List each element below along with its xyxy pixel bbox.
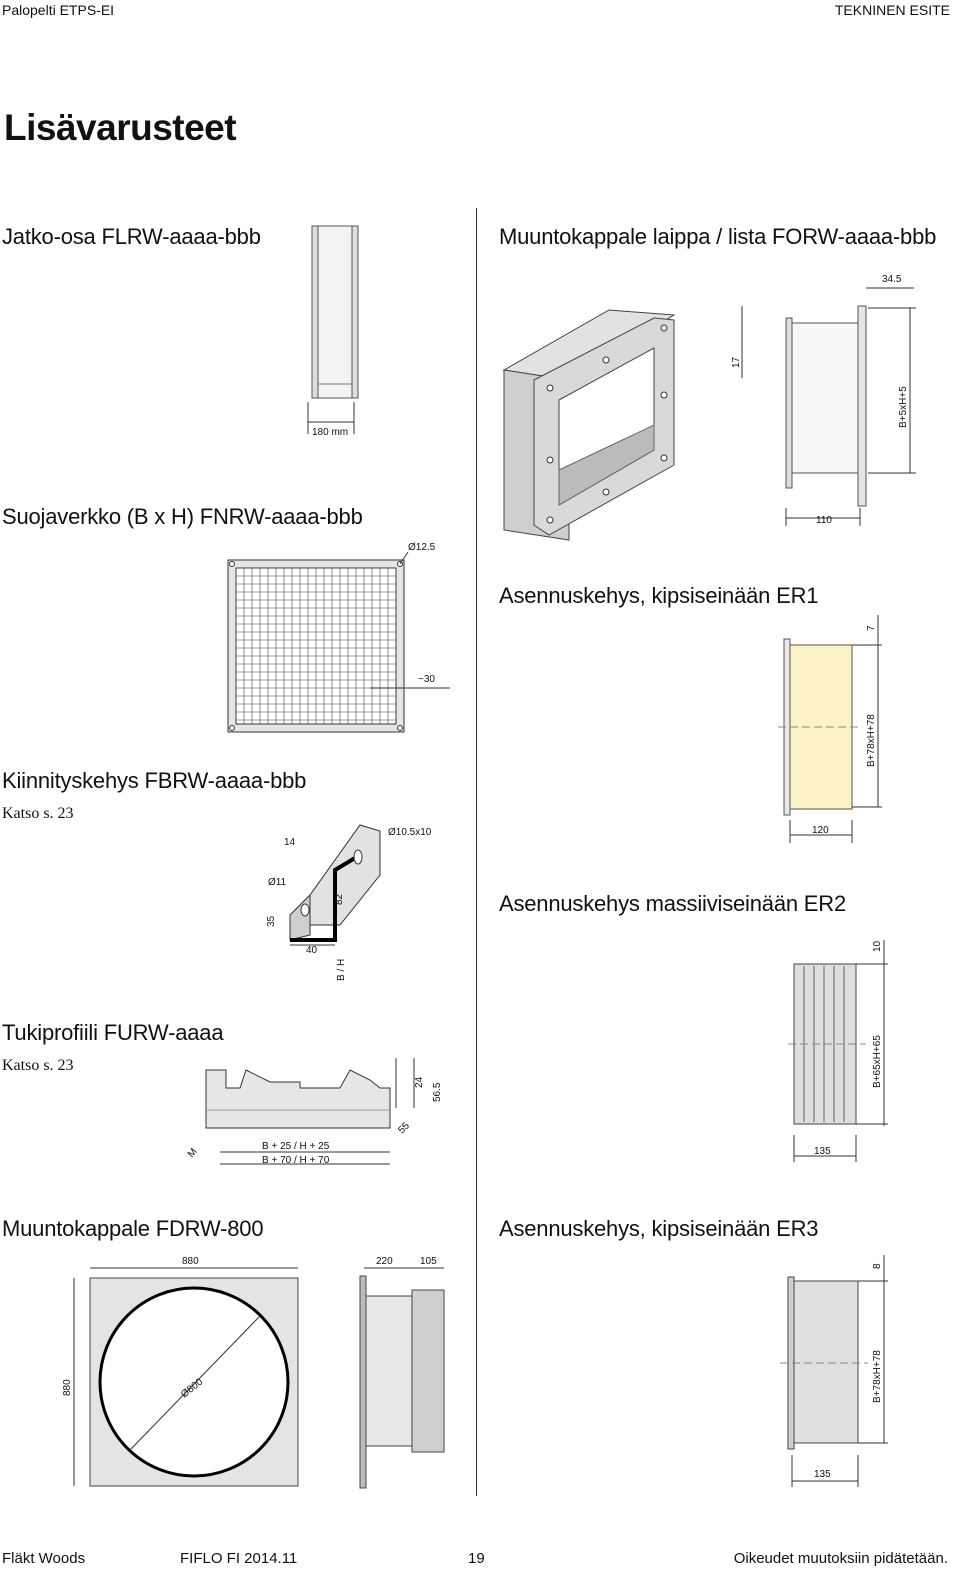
suojaverkko-title: Suojaverkko (B x H) FNRW-aaaa-bbb — [2, 504, 363, 529]
tukiprofiili-drawing: 24 56.5 55 M B + 25 / H + 25 B + 70 / H … — [186, 1058, 443, 1166]
er2-title: Asennuskehys massiiviseinään ER2 — [499, 891, 846, 916]
tuki-l2-label: B + 70 / H + 70 — [262, 1155, 330, 1166]
laippa-length-label: 110 — [816, 515, 832, 526]
er3-drawing: 8 B+78xH+78 135 — [780, 1255, 888, 1487]
footer-company: Fläkt Woods — [2, 1550, 86, 1567]
fdrw-side-drawing: 220 105 — [359, 1256, 445, 1489]
tuki-h1-label: 24 — [414, 1076, 425, 1088]
kiinnitys-a-label: 14 — [284, 837, 296, 848]
kiinnitys-b-label: 35 — [266, 915, 277, 927]
er2-width-label: 135 — [814, 1146, 831, 1157]
jatko-drawing: 180 mm — [307, 225, 359, 438]
laippa-side-drawing: 34.5 17 B+5xH+5 110 — [731, 274, 916, 526]
tukiprofiili-note: Katso s. 23 — [2, 1057, 74, 1074]
kiinnitys-slot-label: Ø10.5x10 — [388, 827, 432, 838]
tuki-diag-label: 55 — [396, 1120, 412, 1136]
footer-rights: Oikeudet muutoksiin pidätetään. — [733, 1550, 948, 1567]
er1-height-label: B+78xH+78 — [866, 714, 877, 767]
fdrw-width-label: 880 — [182, 1256, 199, 1267]
kiinnitys-h-label: 82 — [334, 893, 345, 905]
fdrw-depth1-label: 220 — [376, 1256, 393, 1267]
suojaverkko-drawing: Ø12.5 ~30 — [227, 542, 450, 733]
kiinnitys-hole-label: Ø11 — [268, 877, 287, 888]
kiinnityskehys-drawing: 14 Ø10.5x10 Ø11 82 35 40 B / H — [266, 824, 432, 981]
jatko-length-label: 180 mm — [312, 427, 348, 438]
suojaverkko-offset-label: ~30 — [418, 674, 435, 685]
suojaverkko-hole-label: Ø12.5 — [408, 542, 436, 553]
fdrw-title: Muuntokappale FDRW-800 — [2, 1216, 264, 1241]
er1-top-label: 7 — [866, 625, 877, 631]
header-doc-name: Palopelti ETPS-EI — [2, 2, 115, 18]
er2-height-label: B+65xH+65 — [872, 1035, 883, 1088]
er1-width-label: 120 — [812, 825, 829, 836]
muuntokappale-laippa-title: Muuntokappale laippa / lista FORW-aaaa-b… — [499, 224, 937, 249]
fdrw-depth2-label: 105 — [420, 1256, 437, 1267]
page-title: Lisävarusteet — [4, 107, 237, 148]
laippa-iso-drawing — [502, 309, 676, 541]
laippa-depth-label: 17 — [731, 356, 742, 368]
mesh-grid — [235, 567, 397, 724]
kiinnityskehys-title: Kiinnityskehys FBRW-aaaa-bbb — [2, 768, 307, 793]
er3-height-label: B+78xH+78 — [872, 1350, 883, 1403]
er1-title: Asennuskehys, kipsiseinään ER1 — [499, 583, 819, 608]
fdrw-front-drawing: 880 Ø800 880 — [62, 1256, 299, 1487]
tukiprofiili-title: Tukiprofiili FURW-aaaa — [2, 1020, 224, 1045]
laippa-flange-label: 34.5 — [882, 274, 902, 285]
header-doc-type: TEKNINEN ESITE — [834, 2, 950, 18]
laippa-height-label: B+5xH+5 — [898, 386, 909, 428]
column-divider — [476, 208, 477, 1496]
er3-width-label: 135 — [814, 1469, 831, 1480]
fdrw-height-label: 880 — [62, 1379, 73, 1396]
er3-top-label: 8 — [872, 1263, 883, 1269]
er2-drawing: 10 B+65xH+65 135 — [788, 940, 888, 1162]
er2-top-label: 10 — [872, 940, 883, 952]
jatko-title: Jatko-osa FLRW-aaaa-bbb — [2, 224, 261, 249]
kiinnitys-bh-label: B / H — [336, 959, 347, 981]
footer-doc: FIFLO FI 2014.11 — [180, 1550, 298, 1567]
er3-title: Asennuskehys, kipsiseinään ER3 — [499, 1216, 819, 1241]
footer-page-number: 19 — [468, 1550, 485, 1567]
er1-drawing: 7 B+78xH+78 120 — [778, 615, 882, 843]
kiinnityskehys-note: Katso s. 23 — [2, 805, 74, 822]
kiinnitys-w-label: 40 — [306, 945, 318, 956]
tuki-m-label: M — [186, 1146, 200, 1159]
tuki-h2-label: 56.5 — [432, 1082, 443, 1102]
tuki-l1-label: B + 25 / H + 25 — [262, 1141, 330, 1152]
